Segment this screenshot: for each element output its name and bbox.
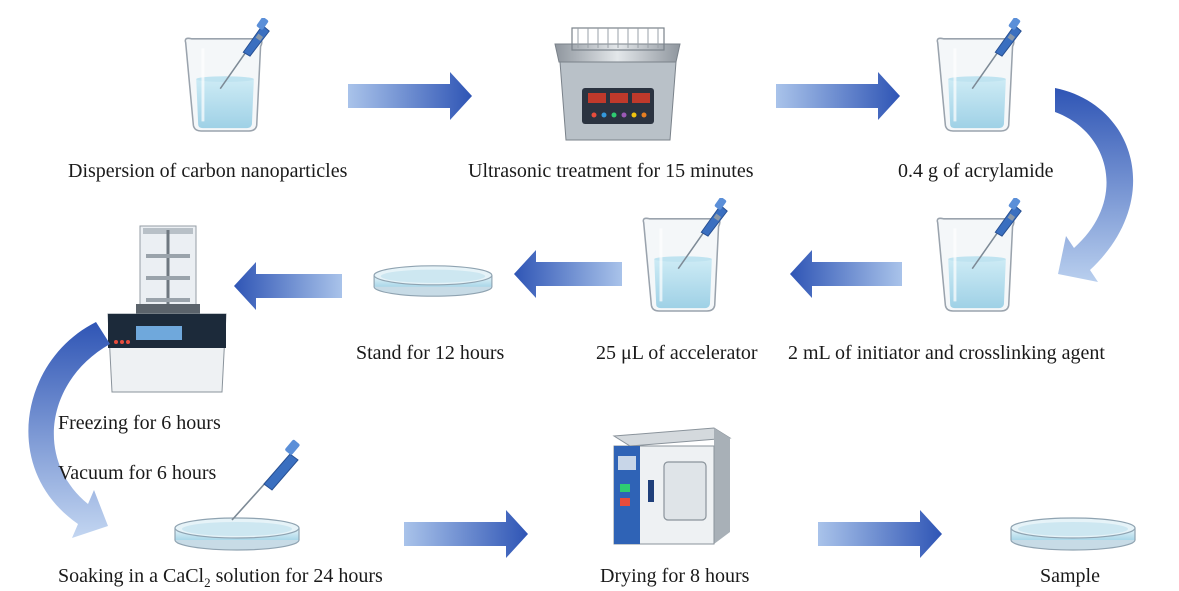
curved-arrow-left bbox=[28, 322, 110, 538]
petri-dish-icon bbox=[373, 265, 493, 297]
step-label-stand: Stand for 12 hours bbox=[356, 342, 505, 364]
step-label-soaking: Soaking in a CaCl2 solution for 24 hours bbox=[58, 566, 383, 589]
beaker-with-pipette-icon bbox=[935, 198, 1023, 313]
soaking-subscript: 2 bbox=[204, 575, 211, 590]
step-label-freezing: Freezing for 6 hours bbox=[58, 412, 221, 434]
arrow-right-4 bbox=[818, 510, 942, 558]
step-label-accelerator: 25 μL of accelerator bbox=[596, 342, 758, 364]
beaker-with-pipette-icon bbox=[641, 198, 729, 313]
beaker-with-pipette-icon bbox=[935, 18, 1023, 133]
ultrasonic-bath-icon bbox=[554, 27, 681, 141]
arrow-right-1 bbox=[348, 72, 472, 120]
curved-arrow-right bbox=[1055, 88, 1134, 282]
drying-oven-icon bbox=[612, 427, 732, 545]
soaking-text: Soaking in a CaCl bbox=[58, 565, 205, 587]
step-label-dispersion: Dispersion of carbon nanoparticles bbox=[68, 160, 348, 182]
step-label-acrylamide: 0.4 g of acrylamide bbox=[898, 160, 1054, 182]
step-label-ultrasonic: Ultrasonic treatment for 15 minutes bbox=[468, 160, 754, 182]
petri-dish-icon bbox=[1010, 517, 1136, 551]
petri-dish-icon bbox=[174, 517, 300, 551]
pipette-icon bbox=[231, 439, 300, 521]
arrow-left-2 bbox=[514, 250, 622, 298]
step-label-vacuum: Vacuum for 6 hours bbox=[58, 462, 217, 484]
arrow-right-3 bbox=[404, 510, 528, 558]
arrow-right-2 bbox=[776, 72, 900, 120]
step-label-initiator: 2 mL of initiator and crosslinking agent bbox=[788, 342, 1105, 364]
beaker-with-pipette-icon bbox=[183, 18, 271, 133]
step-label-drying: Drying for 8 hours bbox=[600, 565, 750, 587]
soaking-text-end: solution for 24 hours bbox=[210, 565, 383, 587]
arrow-left-3 bbox=[234, 262, 342, 310]
freeze-dryer-icon bbox=[107, 225, 227, 393]
arrow-left-1 bbox=[790, 250, 902, 298]
step-label-sample: Sample bbox=[1040, 565, 1100, 587]
